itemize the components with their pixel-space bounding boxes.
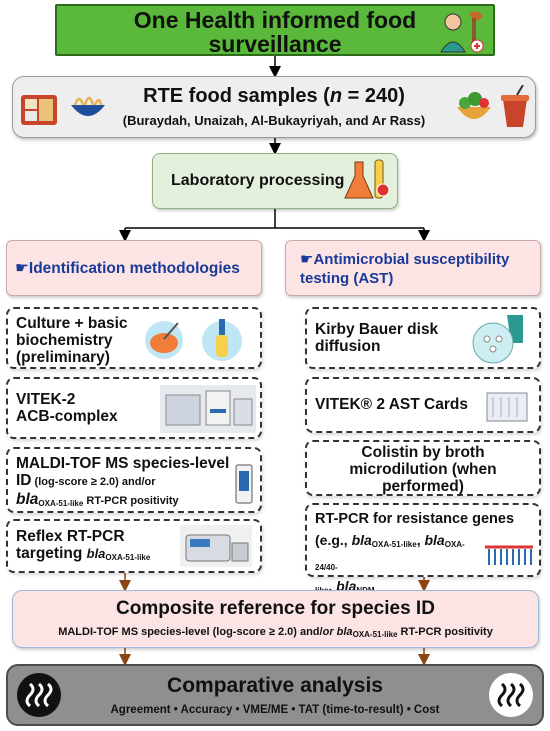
food-container-icon — [21, 95, 57, 125]
petri-dish-icon — [145, 321, 183, 359]
colistin-line-2: microdilution (when — [349, 461, 497, 478]
colistin-label: Colistin by broth microdilution (when pe… — [325, 444, 521, 495]
reflex-line-1: Reflex RT-PCR — [16, 528, 125, 545]
lab-processing-box: Laboratory processing — [152, 153, 398, 209]
comparative-analysis-box: Comparative analysis Agreement • Accurac… — [6, 664, 544, 726]
maldi-line-1: MALDI-TOF MS species-level — [16, 455, 230, 472]
maldi-line-2-small: (log-score ≥ 2.0) and/or — [31, 476, 156, 488]
vitek-ast-label: VITEK® 2 AST Cards — [315, 396, 468, 413]
composite-sub-bla: bla — [336, 626, 353, 638]
vitek2-label: VITEK-2 ACB-complex — [16, 391, 118, 425]
kirby-label: Kirby Bauer disk diffusion — [315, 321, 438, 355]
rtpcr-bla1: bla — [351, 532, 372, 548]
ast-header-line-1: ☛Antimicrobial susceptibility — [300, 251, 510, 268]
vitek2-line-1: VITEK-2 — [16, 391, 76, 408]
culture-line-1: Culture + basic — [16, 315, 128, 332]
rte-regions: (Buraydah, Unaizah, Al-Bukayriyah, and A… — [122, 113, 426, 128]
ast-header: ☛Antimicrobial susceptibility testing (A… — [285, 240, 541, 296]
composite-title: Composite reference for species ID — [116, 598, 435, 619]
pcr-machine-icon — [180, 525, 252, 567]
bacteria-right-icon — [489, 673, 533, 717]
rtpcr-sep2: , — [328, 578, 337, 594]
bacteria-left-icon — [17, 673, 61, 717]
rte-title-pre: RTE food samples ( — [143, 85, 330, 107]
rtpcr-bla2: bla — [424, 532, 445, 548]
rtpcr-eg: (e.g., — [315, 532, 352, 548]
rtpcr-bla1-sub: OXA-51-like — [371, 540, 417, 549]
noodle-bowl-icon — [71, 96, 105, 116]
reflex-bla-sub: OXA-51-like — [105, 553, 151, 562]
maldi-instrument-icon — [235, 464, 253, 504]
rte-title-n: n — [329, 85, 343, 107]
lab-processing-label: Laboratory processing — [171, 172, 345, 189]
rte-title: RTE food samples (n = 240) — [13, 85, 535, 108]
composite-sub-bla-sub: OXA-51-like — [352, 630, 398, 639]
identification-header-label: ☛Identification methodologies — [15, 260, 240, 277]
maldi-line-3: RT-PCR positivity — [83, 495, 179, 507]
culture-label: Culture + basic biochemistry (preliminar… — [16, 315, 128, 366]
vitek2-acb-box: VITEK-2 ACB-complex — [6, 377, 262, 439]
ast-cards-icon — [486, 392, 528, 422]
composite-subtitle: MALDI-TOF MS species-level (log-score ≥ … — [13, 626, 538, 639]
lab-flask-icon — [344, 159, 390, 199]
composite-sub-or: or — [322, 626, 334, 638]
vitek-instrument-icon — [160, 385, 256, 433]
kirby-line-2: diffusion — [315, 338, 381, 355]
rtpcr-bla2-sub: OXA-24/40- — [315, 540, 465, 572]
kirby-bauer-box: Kirby Bauer disk diffusion — [305, 307, 541, 369]
rte-samples-box: RTE food samples (n = 240) (Buraydah, Un… — [12, 76, 536, 138]
vitek2-line-2: ACB-complex — [16, 408, 118, 425]
rtpcr-sep1: , — [416, 532, 425, 548]
comparative-metrics: Agreement • Accuracy • VME/ME • TAT (tim… — [110, 704, 440, 716]
health-person-icon — [440, 11, 484, 53]
maldi-label: MALDI-TOF MS species-level ID (log-score… — [16, 455, 229, 512]
ast-header-label: ☛Antimicrobial susceptibility testing (A… — [300, 250, 509, 288]
drink-cup-icon — [501, 85, 529, 127]
rte-title-post: = 240) — [342, 85, 405, 107]
comparative-title: Comparative analysis — [167, 674, 383, 697]
identification-header: ☛Identification methodologies — [6, 240, 262, 296]
disk-diffusion-plate-icon — [472, 315, 523, 364]
reflex-rtpcr-box: Reflex RT-PCR targeting blaOXA-51-like — [6, 519, 262, 573]
colistin-broth-box: Colistin by broth microdilution (when pe… — [305, 440, 541, 496]
reflex-bla: bla — [86, 546, 106, 561]
colistin-line-3: performed) — [382, 478, 464, 495]
culture-biochemistry-box: Culture + basic biochemistry (preliminar… — [6, 307, 262, 369]
maldi-line-2: ID — [16, 472, 32, 489]
rtpcr-line-1: RT-PCR for resistance genes — [315, 511, 515, 527]
salad-bowl-icon — [457, 92, 491, 119]
maldi-bla: bla — [16, 491, 39, 508]
dropper-tube-icon — [202, 319, 242, 361]
dna-strand-icon — [485, 545, 533, 565]
vitek2-ast-box: VITEK® 2 AST Cards — [305, 377, 541, 433]
banner-line-1: One Health informed food — [133, 7, 417, 33]
colistin-line-1: Colistin by broth — [361, 444, 485, 461]
maldi-bla-sub: OXA-51-like — [38, 499, 84, 508]
rtpcr-resistance-box: RT-PCR for resistance genes (e.g., blaOX… — [305, 503, 541, 595]
banner-line-2: surveillance — [208, 31, 342, 57]
ast-header-line-2: testing (AST) — [300, 270, 394, 287]
culture-line-2: biochemistry — [16, 332, 113, 349]
kirby-line-1: Kirby Bauer disk — [315, 321, 439, 338]
composite-sub-post: RT-PCR positivity — [397, 626, 493, 638]
composite-reference-box: Composite reference for species ID MALDI… — [12, 590, 539, 648]
culture-line-3: (preliminary) — [16, 349, 110, 366]
composite-sub-pre: MALDI-TOF MS species-level (log-score ≥ … — [58, 626, 323, 638]
title-banner: One Health informed food surveillance — [55, 4, 495, 56]
reflex-line-2: targeting — [16, 545, 87, 562]
reflex-label: Reflex RT-PCR targeting blaOXA-51-like — [16, 528, 150, 566]
maldi-tof-box: MALDI-TOF MS species-level ID (log-score… — [6, 447, 262, 513]
